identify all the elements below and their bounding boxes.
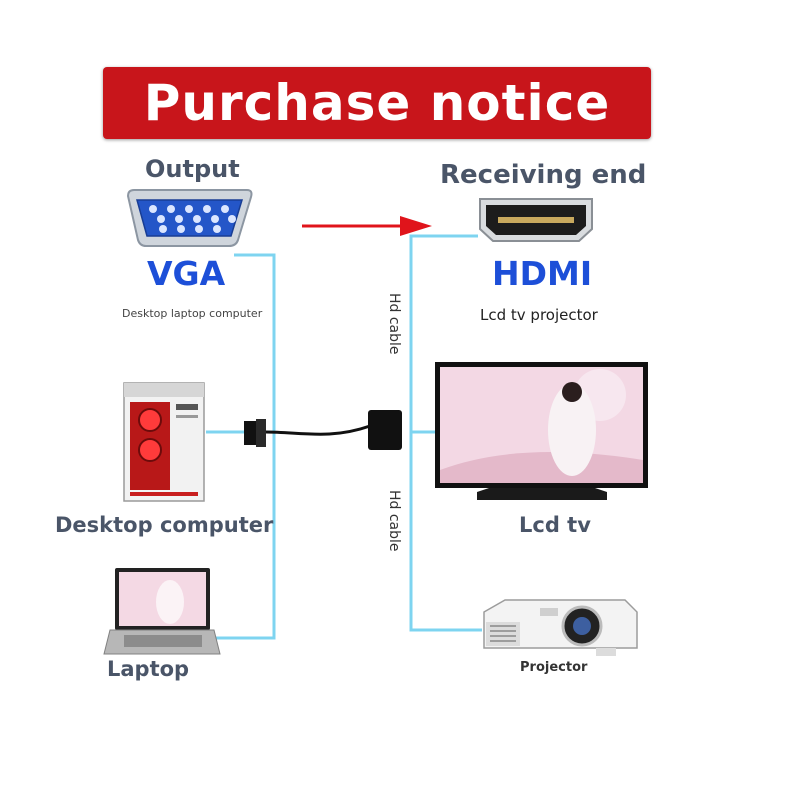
vga-to-hdmi-adapter-icon: [244, 410, 402, 450]
desktop-computer-label: Desktop computer: [55, 513, 274, 537]
projector-label: Projector: [520, 660, 588, 675]
lower-cable-label: Hd cable: [386, 490, 402, 552]
upper-cable-label: Hd cable: [386, 293, 402, 355]
vga-label: VGA: [147, 254, 226, 293]
lcd-tv-icon: [435, 362, 648, 500]
laptop-icon: [103, 568, 221, 655]
direction-arrow: [302, 216, 432, 236]
target-devices-caption: Lcd tv projector: [480, 306, 598, 324]
purchase-notice-banner: Purchase notice: [103, 67, 651, 139]
laptop-label: Laptop: [107, 657, 190, 681]
output-heading: Output: [145, 155, 240, 183]
source-devices-caption: Desktop laptop computer: [122, 307, 263, 320]
projector-icon: [483, 599, 638, 656]
hdmi-label: HDMI: [492, 254, 593, 293]
desktop-computer-icon: [123, 382, 205, 502]
hdmi-port-icon: [479, 198, 593, 242]
receiving-end-heading: Receiving end: [440, 160, 647, 190]
vga-port-icon: [126, 189, 253, 247]
vga-wire: [206, 253, 276, 640]
lcd-tv-label: Lcd tv: [519, 513, 591, 537]
banner-title: Purchase notice: [143, 74, 611, 132]
